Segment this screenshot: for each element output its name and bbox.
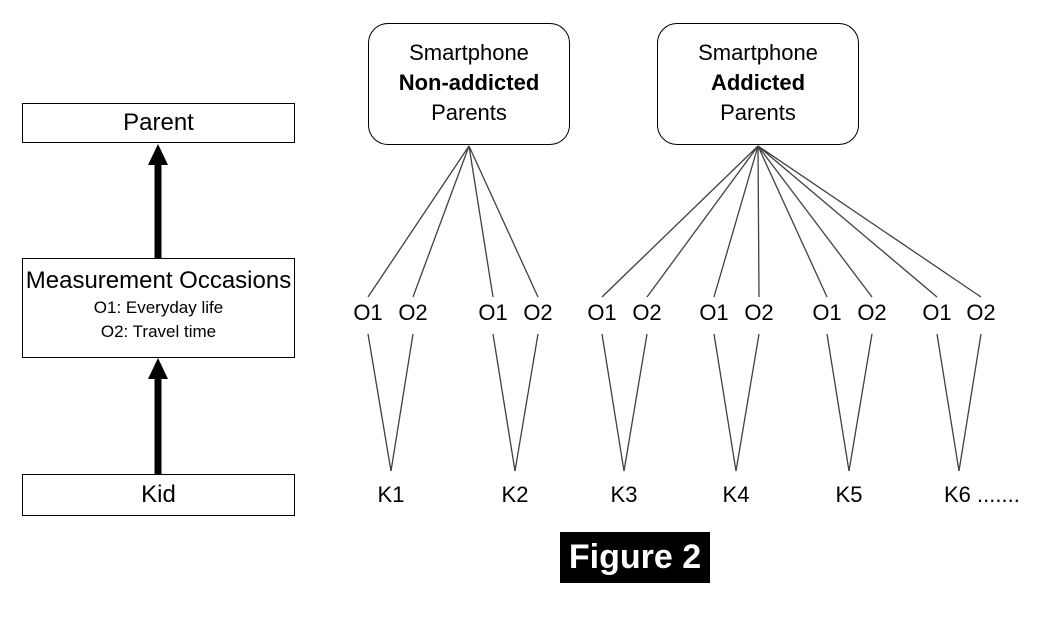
measurement-title: Measurement Occasions [25,267,292,294]
group-line-top: Smartphone [698,40,818,65]
occasion-label: O2 [632,300,662,325]
kid-label-k1: K1 [377,482,405,507]
connector-line [412,145,470,298]
group-line-top: Smartphone [409,40,529,65]
group-line-bottom: Parents [720,100,796,125]
occasion-label: O2 [523,300,553,325]
connector-line [757,145,760,298]
parent-label: Parent [123,109,194,136]
figure-caption: Figure 2 [568,538,702,576]
kid-label-k6: K6 ....... [944,482,1020,507]
kid-box: Kid [22,474,295,516]
connector-line [936,333,960,472]
smartphone-addicted-parents-box: Smartphone Addicted Parents [657,23,859,145]
fan-addicted-lines [601,145,982,298]
occasion-label: O1 [587,300,617,325]
kid-label-k5: K5 [835,482,863,507]
figure-caption-box: Figure 2 [560,532,710,583]
connector-line [601,145,759,298]
connector-line [826,333,850,472]
group-line-middle: Non-addicted [398,70,540,95]
kid-label-k4: K4 [722,482,750,507]
connector-line [757,145,982,298]
occasion-label: O2 [398,300,428,325]
connector-line [958,333,982,472]
smartphone-nonaddicted-parents-box: Smartphone Non-addicted Parents [368,23,570,145]
connector-line [757,145,873,298]
connector-line [623,333,648,472]
connector-line [735,333,760,472]
connector-line [367,145,470,298]
connector-line [757,145,828,298]
connector-line [367,333,392,472]
occasion-label: O2 [744,300,774,325]
occasion-label: O1 [922,300,952,325]
connector-line [646,145,759,298]
occasion-label: O1 [353,300,383,325]
measurement-occasions-box: Measurement Occasions O1: Everyday life … [22,258,295,358]
parent-box: Parent [22,103,295,143]
connector-line [468,145,494,298]
group-line-middle: Addicted [710,70,806,95]
kid-label-k2: K2 [501,482,529,507]
connector-line [492,333,516,472]
connector-line [713,333,737,472]
fan-nonaddicted-lines [367,145,539,298]
connector-line [757,145,938,298]
connector-line [514,333,539,472]
connector-line [713,145,759,298]
kid-label: Kid [141,481,176,508]
kid-label-k3: K3 [610,482,638,507]
connector-line [601,333,625,472]
occasion-label: O1 [478,300,508,325]
up-arrow-icon [148,144,168,258]
up-arrow-icon [148,358,168,474]
occasion-label: O2 [966,300,996,325]
occasion-to-kid-lines [367,333,982,472]
measurement-item-o2: O2: Travel time [100,322,217,341]
group-line-bottom: Parents [431,100,507,125]
measurement-item-o1: O1: Everyday life [93,298,224,317]
connector-line [390,333,414,472]
connector-line [468,145,539,298]
occasion-label: O1 [812,300,842,325]
connector-line [848,333,873,472]
occasion-label: O1 [699,300,729,325]
occasion-label: O2 [857,300,887,325]
